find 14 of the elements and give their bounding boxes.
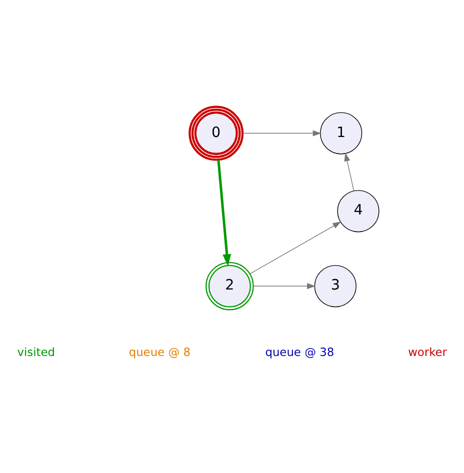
legend-label: queue @ 38 bbox=[265, 345, 334, 359]
legend-label: visited bbox=[17, 345, 55, 359]
node-circle: 3 bbox=[314, 265, 356, 308]
arrow bbox=[253, 283, 316, 290]
legend-label: queue @ 8 bbox=[128, 345, 191, 359]
arrow bbox=[242, 130, 322, 136]
node-circle: 4 bbox=[337, 190, 380, 232]
legend-label: worker bbox=[408, 345, 447, 359]
node-circle: 2 bbox=[206, 262, 254, 310]
arrow bbox=[344, 152, 354, 192]
node-circle: 1 bbox=[320, 112, 362, 154]
arrow bbox=[250, 222, 342, 274]
arrow bbox=[217, 160, 232, 266]
node-circle: 0 bbox=[188, 106, 244, 161]
